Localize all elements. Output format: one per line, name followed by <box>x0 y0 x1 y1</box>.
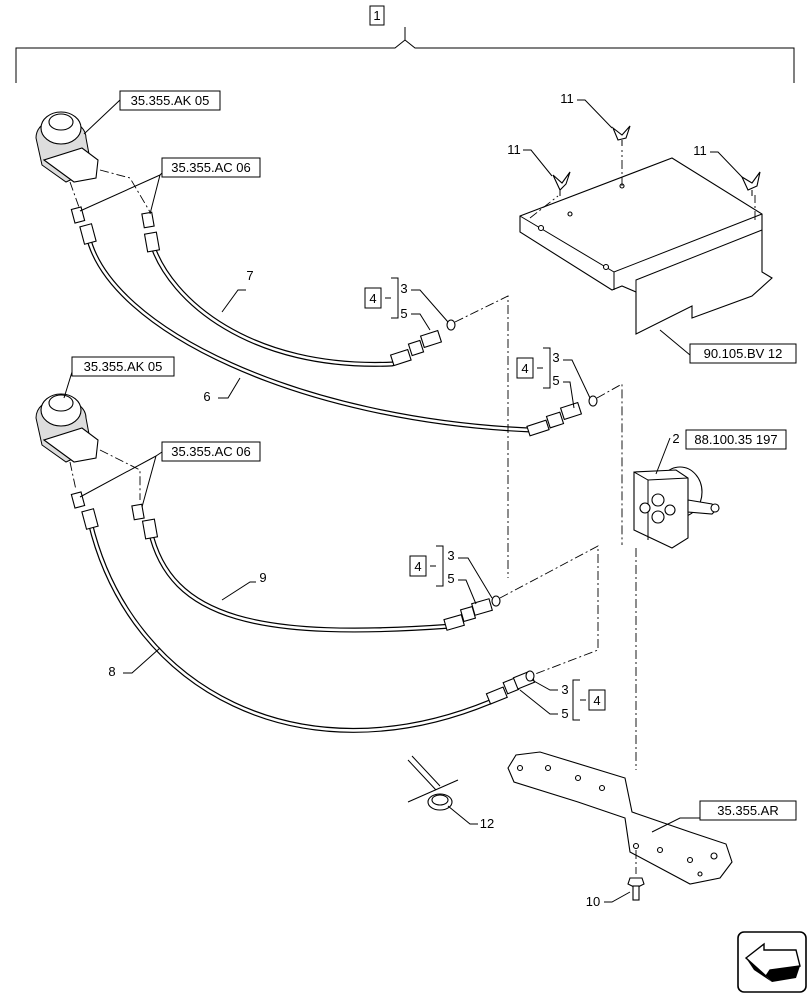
ref-bracket[interactable]: 90.105.BV 12 <box>704 346 783 361</box>
ref-joystick-top[interactable]: 35.355.AK 05 <box>131 93 210 108</box>
wing-bolt-b: 11 <box>560 91 631 146</box>
coupler-bottom: 35.355.AC 06 <box>70 441 261 521</box>
callout-hose-6[interactable]: 6 <box>203 389 210 404</box>
kit-a-fitting[interactable]: 5 <box>400 306 407 321</box>
valve: 2 88.100.35 197 <box>633 429 787 770</box>
callout-wing-c[interactable]: 11 <box>693 143 707 158</box>
kit-d-ref[interactable]: 4 <box>593 693 600 708</box>
kit-c-ref[interactable]: 4 <box>414 559 421 574</box>
clamp-12: 12 <box>407 755 494 831</box>
joystick-top: 35.355.AK 05 <box>35 90 221 213</box>
kit-a: 4 3 5 <box>364 277 509 578</box>
mounting-plate: 35.355.AR <box>507 751 797 885</box>
kit-b-ref[interactable]: 4 <box>521 361 528 376</box>
ref-coupler-bottom[interactable]: 35.355.AC 06 <box>171 444 251 459</box>
ref-coupler-top[interactable]: 35.355.AC 06 <box>171 160 251 175</box>
kit-b-fitting[interactable]: 5 <box>552 373 559 388</box>
kit-c-fitting[interactable]: 5 <box>447 571 454 586</box>
wing-bolt-c: 11 <box>693 143 761 196</box>
callout-wing-a[interactable]: 11 <box>507 142 521 157</box>
callout-hose-9[interactable]: 9 <box>259 570 266 585</box>
callout-hose-8[interactable]: 8 <box>108 664 115 679</box>
assembly-bracket: 1 <box>15 5 795 83</box>
assembly-ref-label[interactable]: 1 <box>373 8 380 23</box>
hose-6 <box>79 223 583 437</box>
back-arrow-icon[interactable] <box>737 931 807 993</box>
wing-bolt-a: 11 <box>507 142 571 196</box>
ref-valve[interactable]: 88.100.35 197 <box>694 432 777 447</box>
hose-7 <box>143 231 443 367</box>
callout-valve[interactable]: 2 <box>672 431 679 446</box>
kit-a-oring[interactable]: 3 <box>400 281 407 296</box>
screw-10: 10 <box>586 850 645 909</box>
kit-d-oring[interactable]: 3 <box>561 682 568 697</box>
joystick-bottom: 35.355.AK 05 <box>35 356 175 500</box>
callout-wing-b[interactable]: 11 <box>560 91 574 106</box>
kit-a-ref[interactable]: 4 <box>369 291 376 306</box>
kit-b: 4 3 5 <box>516 347 623 545</box>
callout-clamp[interactable]: 12 <box>480 816 494 831</box>
ref-joystick-bottom[interactable]: 35.355.AK 05 <box>84 359 163 374</box>
kit-c: 4 3 5 <box>409 545 599 677</box>
kit-b-oring[interactable]: 3 <box>552 350 559 365</box>
kit-d: 4 3 5 <box>519 670 606 721</box>
ref-plate[interactable]: 35.355.AR <box>717 803 778 818</box>
coupler-top: 35.355.AC 06 <box>70 157 261 229</box>
hose-9 <box>141 518 493 633</box>
bracket: 90.105.BV 12 <box>519 150 797 364</box>
callout-hose-7[interactable]: 7 <box>246 268 253 283</box>
kit-c-oring[interactable]: 3 <box>447 548 454 563</box>
kit-d-fitting[interactable]: 5 <box>561 706 568 721</box>
callout-screw[interactable]: 10 <box>586 894 600 909</box>
